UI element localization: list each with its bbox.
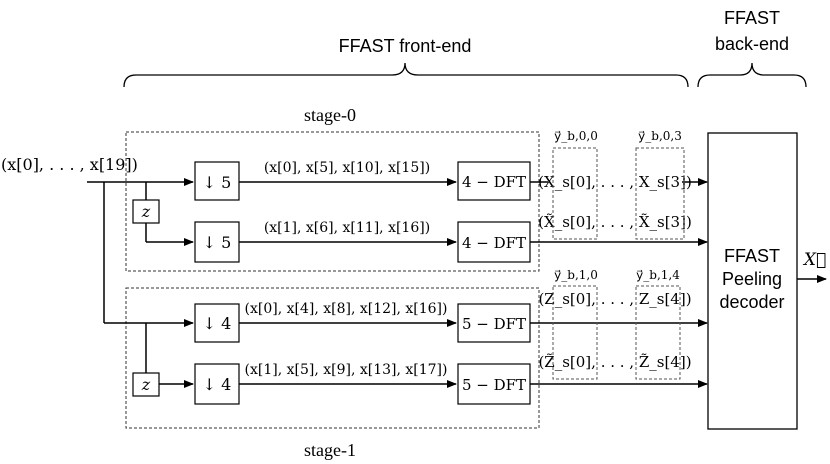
decoder-label-line1: FFAST (724, 246, 780, 266)
frontend-label: FFAST front-end (339, 36, 472, 56)
stage-1-label: stage-1 (304, 440, 356, 460)
delay-block-stage-1 (132, 372, 160, 397)
input-signal-label: (x[0], . . . , x[19]) (1, 155, 138, 174)
dft-label: 4 − DFT (462, 234, 526, 252)
bin-box-stage-0-first (552, 147, 598, 240)
output-label-bg (548, 350, 682, 374)
downsample-block (194, 161, 240, 201)
downsample-label: ↓ 4 (203, 314, 232, 333)
downsample-block (194, 363, 240, 405)
sample-set-label: (x[0], x[5], x[10], x[15]) (264, 160, 430, 176)
sample-set-label: (x[1], x[5], x[9], x[13], x[17]) (245, 362, 448, 378)
decoder-label-line3: decoder (719, 292, 784, 312)
bin-label-stage-1-first: y⃗_b,1,0 (554, 268, 598, 282)
dft-block (457, 303, 531, 343)
dft-output-label: (X_s[0], . . . , X_s[3]) (538, 173, 692, 191)
frontend-brace (123, 62, 689, 88)
bin-box-stage-1-first (552, 285, 598, 380)
downsample-label: ↓ 5 (203, 233, 232, 252)
delay-block-stage-0 (132, 199, 160, 224)
dft-output-label: (Z_s[0], . . . , Z_s[4]) (538, 290, 691, 308)
dft-label: 5 − DFT (462, 315, 526, 333)
peeling-decoder-block (707, 132, 798, 430)
stage-0-box (125, 131, 540, 272)
delay-label-stage-0: z (141, 202, 151, 221)
backend-label-line1: FFAST (724, 8, 780, 28)
dft-block (457, 161, 531, 201)
downsample-label: ↓ 5 (203, 173, 232, 192)
stage-0-label: stage-0 (304, 105, 356, 125)
bin-box-stage-0-last (635, 147, 685, 240)
bin-label-stage-0-last: y⃗_b,0,3 (638, 129, 682, 143)
backend-label-line2: back-end (715, 34, 789, 54)
output-vector-label: X⃗ (802, 250, 826, 270)
bin-label-stage-0-first: y⃗_b,0,0 (554, 129, 598, 143)
dft-output-label: (Z̃_s[0], . . . , Z̃_s[4]) (538, 353, 691, 371)
sample-set-label: (x[0], x[4], x[8], x[12], x[16]) (245, 301, 448, 317)
bin-box-stage-1-last (635, 285, 681, 380)
dft-label: 4 − DFT (462, 173, 526, 191)
output-label-bg (548, 288, 682, 310)
bin-label-stage-1-last: y⃗_b,1,4 (636, 268, 680, 282)
output-label-bg (548, 210, 682, 234)
sample-set-label: (x[1], x[6], x[11], x[16]) (264, 220, 430, 236)
decoder-label-line2: Peeling (722, 269, 782, 289)
dft-output-label: (X̃_s[0], . . . , X̃_s[3]) (538, 213, 692, 231)
stage-1-box (125, 287, 540, 429)
delay-label-stage-1: z (141, 375, 151, 394)
downsample-block (194, 303, 240, 343)
backend-brace (697, 62, 807, 88)
downsample-label: ↓ 4 (203, 375, 232, 394)
output-label-bg (548, 170, 682, 192)
dft-label: 5 − DFT (462, 376, 526, 394)
